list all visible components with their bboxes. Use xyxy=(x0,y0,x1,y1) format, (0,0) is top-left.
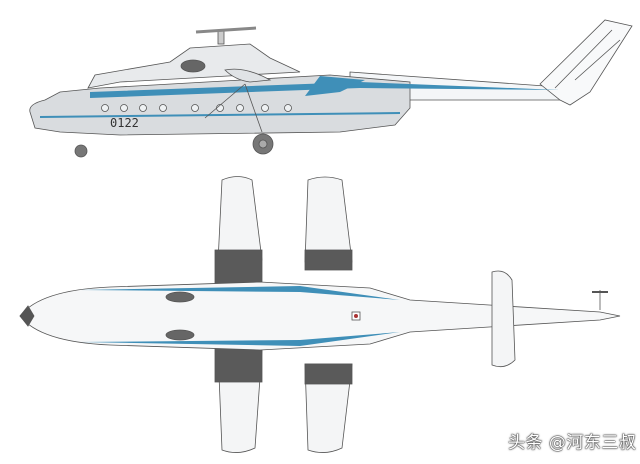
top-view xyxy=(19,176,621,453)
registration-number: 0122 xyxy=(110,116,139,130)
watermark: 头条 @河东三叔 xyxy=(508,433,637,453)
side-view xyxy=(29,19,633,158)
